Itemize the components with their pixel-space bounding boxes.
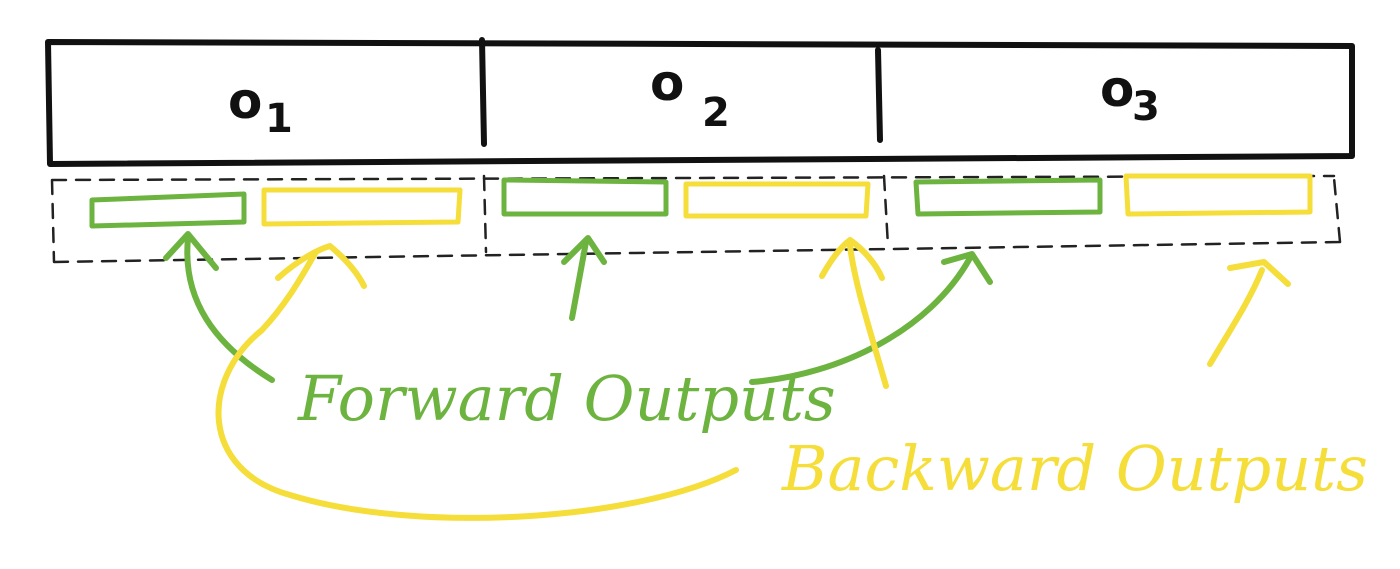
forward-outputs-label: Forward Outputs [297,362,836,435]
backward-arrow-2 [847,243,889,389]
forward-arrows [163,231,993,385]
forward-arrow-1 [184,235,275,383]
cell-divider-2 [875,47,883,143]
cell-3-base: o [1100,60,1134,118]
dashed-divider-2 [882,174,890,248]
cell-label-2: o 2 [650,54,730,136]
backward-arrow-2-head [819,237,885,281]
dashed-storage-row [50,174,1342,264]
cell-1-base: o [228,72,262,130]
output-table [45,37,1355,167]
cell-3-sub: 3 [1132,84,1160,130]
forward-arrow-2-head [561,235,607,265]
backward-outputs-label: Backward Outputs [781,432,1368,505]
forward-arrow-2 [569,239,589,321]
forward-arrow-1-head [163,231,219,271]
backward-arrows [215,237,1291,521]
forward-slot-3 [913,177,1103,217]
cell-2-base: o [650,54,684,112]
forward-arrow-3-head [941,251,993,285]
forward-slot-1 [89,191,247,229]
backward-slot-2 [683,181,871,219]
cell-divider-1 [479,37,487,147]
output-table-border [45,39,1355,167]
forward-arrow-3 [749,255,973,385]
dashed-divider-1 [482,174,488,254]
cell-2-sub: 2 [702,90,730,136]
backward-arrow-1 [215,249,739,521]
backward-arrow-3 [1207,267,1265,367]
backward-arrow-3-head [1227,259,1291,287]
cell-label-3: o 3 [1100,60,1160,130]
cell-1-sub: 1 [265,96,293,142]
backward-slot-3 [1123,173,1313,217]
cell-label-1: o 1 [228,72,293,142]
backward-arrow-1-head [275,243,367,289]
forward-slot-2 [501,177,669,217]
backward-slot-1 [261,187,463,227]
